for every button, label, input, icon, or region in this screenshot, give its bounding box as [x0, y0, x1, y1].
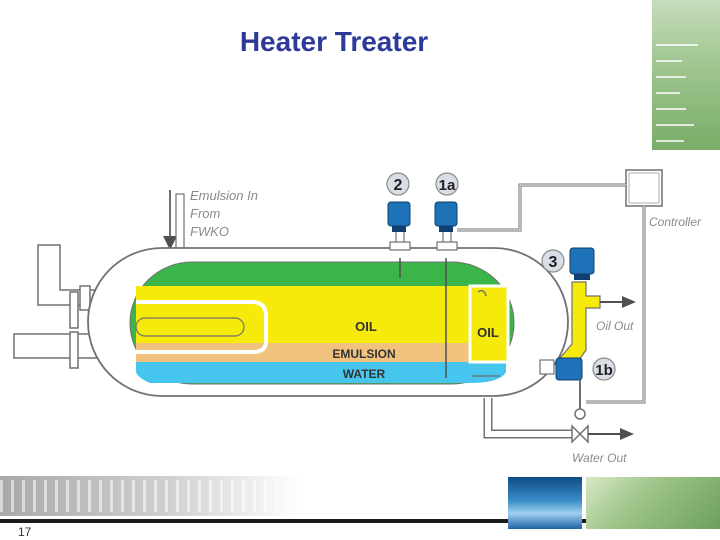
- decorative-water-image: [508, 477, 582, 529]
- emulsion-inlet-arrow: [163, 190, 185, 251]
- water-zone: [136, 362, 506, 383]
- decorative-bottom-pattern: [0, 480, 290, 512]
- instrument-3: 3: [541, 247, 595, 280]
- emulsion-in-label-line3: FWKO: [190, 224, 229, 239]
- controller: [625, 169, 663, 207]
- fire-tube: [136, 300, 268, 354]
- controller-label: Controller: [649, 215, 702, 229]
- emulsion-in-label-line1: Emulsion In: [190, 188, 258, 203]
- instrument-1b-tag: 1b: [595, 362, 613, 379]
- decorative-strip-line: [656, 76, 686, 78]
- instrument-2: 2: [386, 172, 411, 251]
- water-outlet-pipe: [483, 380, 634, 444]
- instrument-1a: 1a: [434, 172, 459, 251]
- decorative-strip-line: [656, 140, 684, 142]
- decorative-strip-line: [656, 44, 698, 46]
- oil-out-label: Oil Out: [596, 319, 634, 333]
- instrument-2-tag: 2: [394, 177, 403, 194]
- decorative-strip-line: [656, 108, 686, 110]
- inlet-piping: [13, 244, 105, 369]
- emulsion-in-label-line2: From: [190, 206, 221, 221]
- water-label: WATER: [343, 367, 386, 381]
- slide-number: 17: [18, 525, 32, 539]
- instrument-3-tag: 3: [549, 254, 558, 271]
- oil-chamber: [468, 284, 510, 364]
- decorative-green-image: [586, 477, 720, 529]
- decorative-strip-line: [656, 124, 694, 126]
- slide-title: Heater Treater: [239, 26, 429, 57]
- oil-label: OIL: [355, 319, 377, 334]
- instrument-1a-tag: 1a: [439, 177, 456, 194]
- oil-chamber-label: OIL: [477, 325, 499, 340]
- footer-rule: [0, 519, 600, 523]
- decorative-strip-line: [656, 92, 680, 94]
- water-out-label: Water Out: [572, 451, 627, 465]
- decorative-strip-line: [656, 60, 682, 62]
- oil-outlet-pipe: [559, 281, 636, 371]
- instrument-1b: 1b: [539, 357, 616, 381]
- emulsion-zone: [136, 343, 470, 363]
- signal-lines: [457, 183, 646, 404]
- emulsion-label: EMULSION: [332, 347, 395, 361]
